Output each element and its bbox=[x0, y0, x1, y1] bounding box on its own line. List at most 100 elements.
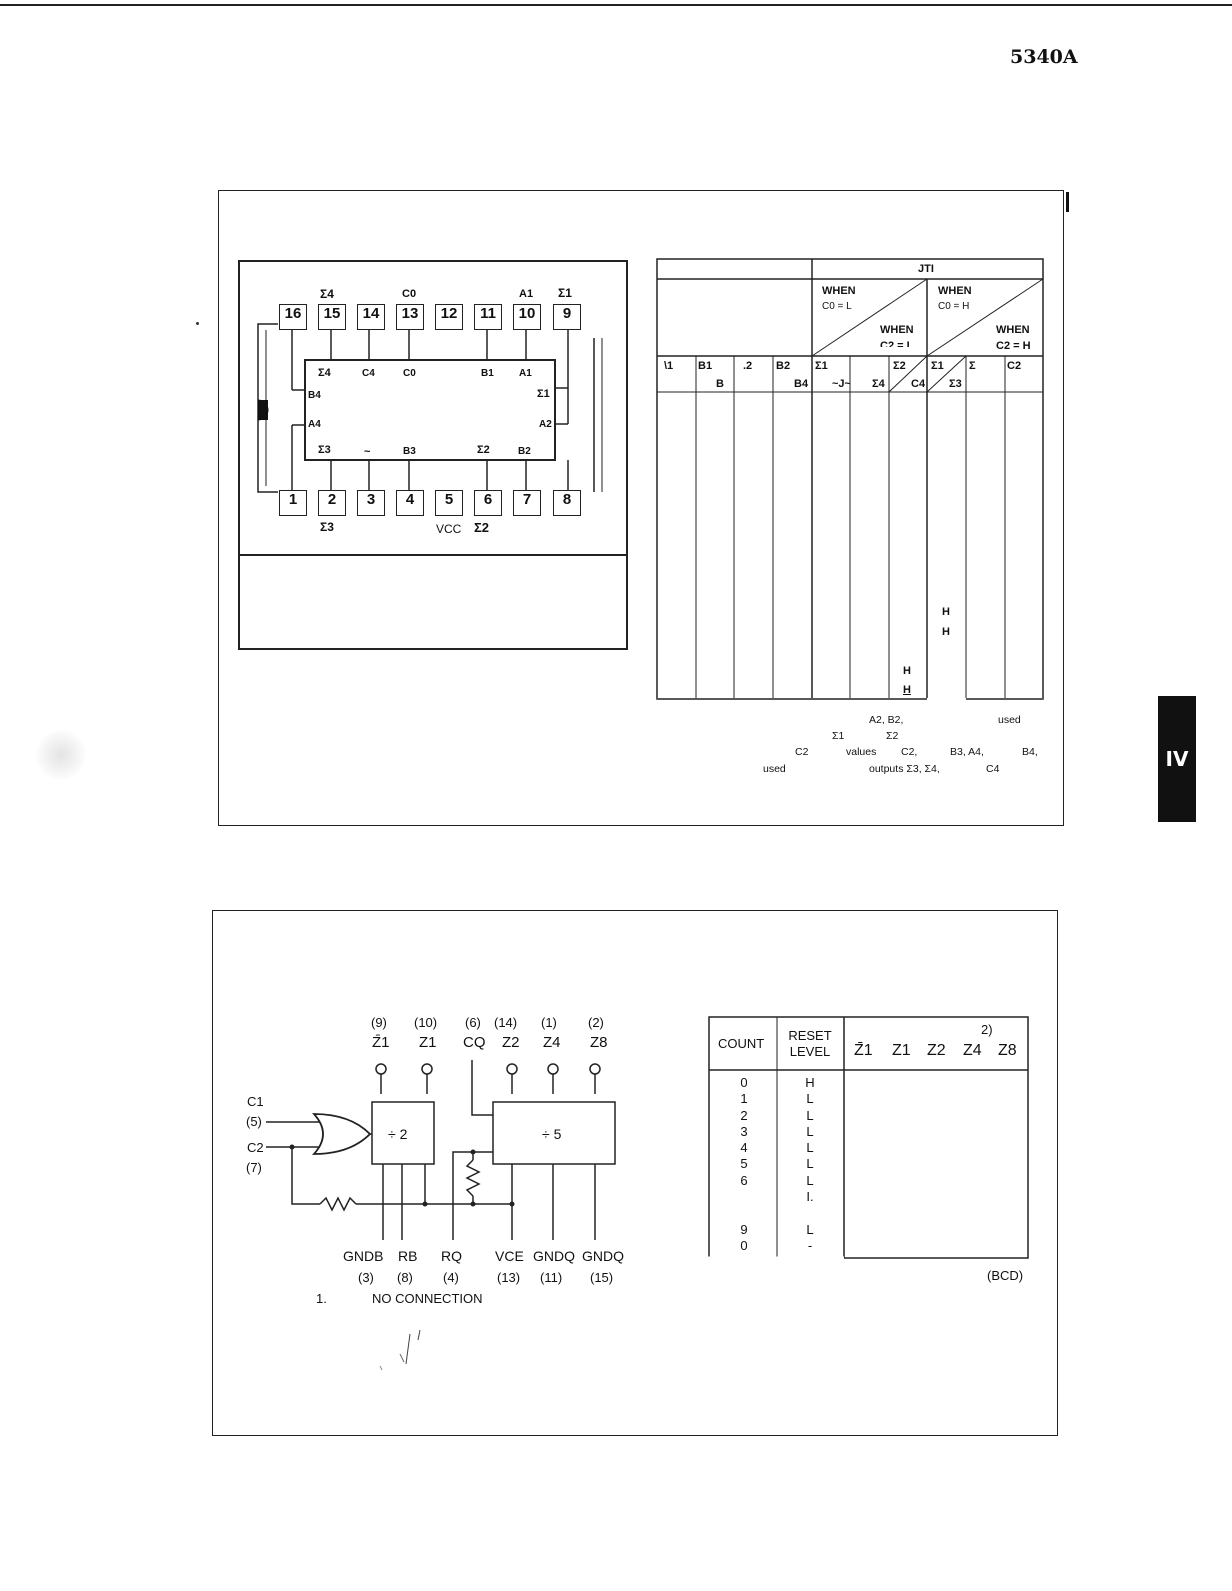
th-sigma-h: Σ bbox=[969, 360, 976, 372]
reset-level-cell bbox=[794, 1205, 826, 1221]
input-c2-num: (7) bbox=[246, 1160, 262, 1175]
pin-num-13: (13) bbox=[497, 1270, 521, 1285]
th-a2: .2 bbox=[743, 360, 753, 372]
count-cell: 0 bbox=[740, 1237, 748, 1253]
th-b4: B4 bbox=[794, 378, 809, 390]
pin-3: 3 bbox=[357, 490, 385, 516]
pin-10: 10 bbox=[513, 304, 541, 330]
top-rule bbox=[0, 4, 1232, 6]
reset-level-cell: - bbox=[807, 1237, 813, 1253]
col-header-z4: Z4 bbox=[963, 1042, 982, 1059]
th-b: B bbox=[716, 378, 724, 390]
th-c4: C4 bbox=[911, 378, 926, 390]
chip-label-c4: C4 bbox=[362, 368, 375, 379]
th-sigma1-h: Σ1 bbox=[931, 360, 944, 372]
count-cell: 5 bbox=[740, 1156, 748, 1172]
pin-num-4: (4) bbox=[443, 1270, 459, 1285]
col-header-note: 2) bbox=[981, 1022, 993, 1037]
pin-label-sigma1: Σ1 bbox=[558, 286, 572, 300]
note-values: values bbox=[846, 746, 877, 758]
count-cell: 9 bbox=[740, 1221, 748, 1237]
reset-level-cell: L bbox=[806, 1156, 814, 1172]
note-sigma2: Σ2 bbox=[886, 730, 899, 742]
pin-8: 8 bbox=[553, 490, 581, 516]
note-sigma1: Σ1 bbox=[832, 730, 845, 742]
lower-panel bbox=[212, 910, 1058, 1436]
reset-level-cell: L bbox=[806, 1091, 814, 1107]
logic-diagram bbox=[266, 1060, 616, 1240]
footnote-text: NO CONNECTION bbox=[372, 1291, 483, 1306]
col-header-z8: Z8 bbox=[998, 1042, 1017, 1059]
page-number: 5340A bbox=[1010, 46, 1078, 68]
pin-6: 6 bbox=[474, 490, 502, 516]
when-c2-l: WHEN C2 = L bbox=[880, 322, 914, 347]
when-c0-h: WHEN C0 = H bbox=[938, 283, 972, 315]
pin-num-6: (6) bbox=[465, 1015, 481, 1030]
count-cell: 4 bbox=[740, 1140, 748, 1156]
note-c2: C2 bbox=[795, 746, 809, 758]
reset-level-cell: L bbox=[806, 1221, 814, 1237]
when-c0-l-cond: C0 = L bbox=[822, 301, 852, 312]
count-table-caption: (BCD) bbox=[987, 1268, 1024, 1283]
col-header-z1-bar: Z̄1 bbox=[854, 1042, 873, 1059]
count-cell bbox=[728, 1205, 760, 1221]
pin-label-c0: C0 bbox=[402, 288, 417, 300]
pin-label-sigma3: Σ3 bbox=[320, 520, 334, 534]
chip-label-tilde: ~ bbox=[364, 446, 371, 458]
section-tab: IV bbox=[1158, 696, 1196, 822]
th-a1: \1 bbox=[664, 360, 674, 372]
divide-by-5: ÷ 5 bbox=[542, 1126, 562, 1142]
count-table-grid bbox=[708, 1016, 1029, 1262]
pin-num-15: (15) bbox=[590, 1270, 614, 1285]
reset-level-cell: L bbox=[806, 1172, 814, 1188]
out-cq: CQ bbox=[463, 1034, 486, 1051]
when-c0-l-word: WHEN bbox=[822, 285, 856, 297]
count-cell bbox=[728, 1189, 760, 1205]
reset-level-cell: H bbox=[805, 1075, 815, 1090]
out-z8: Z8 bbox=[590, 1034, 608, 1051]
th-sigma4: Σ4 bbox=[872, 378, 885, 390]
pin-num-10: (10) bbox=[414, 1015, 438, 1030]
note-b3a4: B3, A4, bbox=[950, 746, 984, 758]
pin-label-sigma4: Σ4 bbox=[320, 287, 334, 301]
pin-9: 9 bbox=[553, 304, 581, 330]
count-cell: 0 bbox=[740, 1075, 748, 1090]
pin-11: 11 bbox=[474, 304, 502, 330]
th-c2: C2 bbox=[1007, 360, 1022, 372]
note-used-1: used bbox=[998, 714, 1021, 726]
pin-15: 15 bbox=[318, 304, 346, 330]
truth-table-title: JTI bbox=[918, 263, 934, 275]
note-used-2: used bbox=[763, 763, 786, 775]
pin-label-a1: A1 bbox=[519, 288, 534, 300]
note-c4: C4 bbox=[986, 763, 1000, 775]
pin-13: 13 bbox=[396, 304, 424, 330]
chip-label-c0: C0 bbox=[403, 368, 416, 379]
cell-h-2: H bbox=[942, 626, 950, 638]
cell-h-3: H bbox=[903, 665, 911, 677]
note-c2b: C2, bbox=[901, 746, 918, 758]
reset-level-cell: L bbox=[806, 1123, 814, 1139]
th-sigma1-l: Σ1 bbox=[815, 360, 828, 372]
pinout-wiring bbox=[257, 323, 603, 493]
pin-4: 4 bbox=[396, 490, 424, 516]
pin-14: 14 bbox=[357, 304, 385, 330]
note-outputs: outputs Σ3, Σ4, bbox=[869, 763, 940, 775]
count-cell: 3 bbox=[740, 1123, 748, 1139]
th-b1: B1 bbox=[698, 360, 713, 372]
pin-num-1: (1) bbox=[541, 1015, 557, 1030]
scan-smudge bbox=[36, 730, 86, 780]
pin-num-2: (2) bbox=[588, 1015, 604, 1030]
margin-mark bbox=[1066, 192, 1069, 212]
pin-num-14: (14) bbox=[494, 1015, 518, 1030]
pin-gndb: GNDB bbox=[343, 1248, 384, 1264]
count-cell: 1 bbox=[740, 1091, 748, 1107]
chip-label-sigma4: Σ4 bbox=[318, 367, 331, 379]
when-c2-l-word: WHEN bbox=[880, 324, 914, 336]
divide-by-2: ÷ 2 bbox=[388, 1126, 408, 1142]
cell-h-4: H bbox=[903, 684, 911, 696]
chip-label-a2: A2 bbox=[539, 419, 552, 430]
out-z1-bar: Z̄1 bbox=[372, 1034, 390, 1051]
chip-label-sigma3: Σ3 bbox=[318, 444, 331, 456]
